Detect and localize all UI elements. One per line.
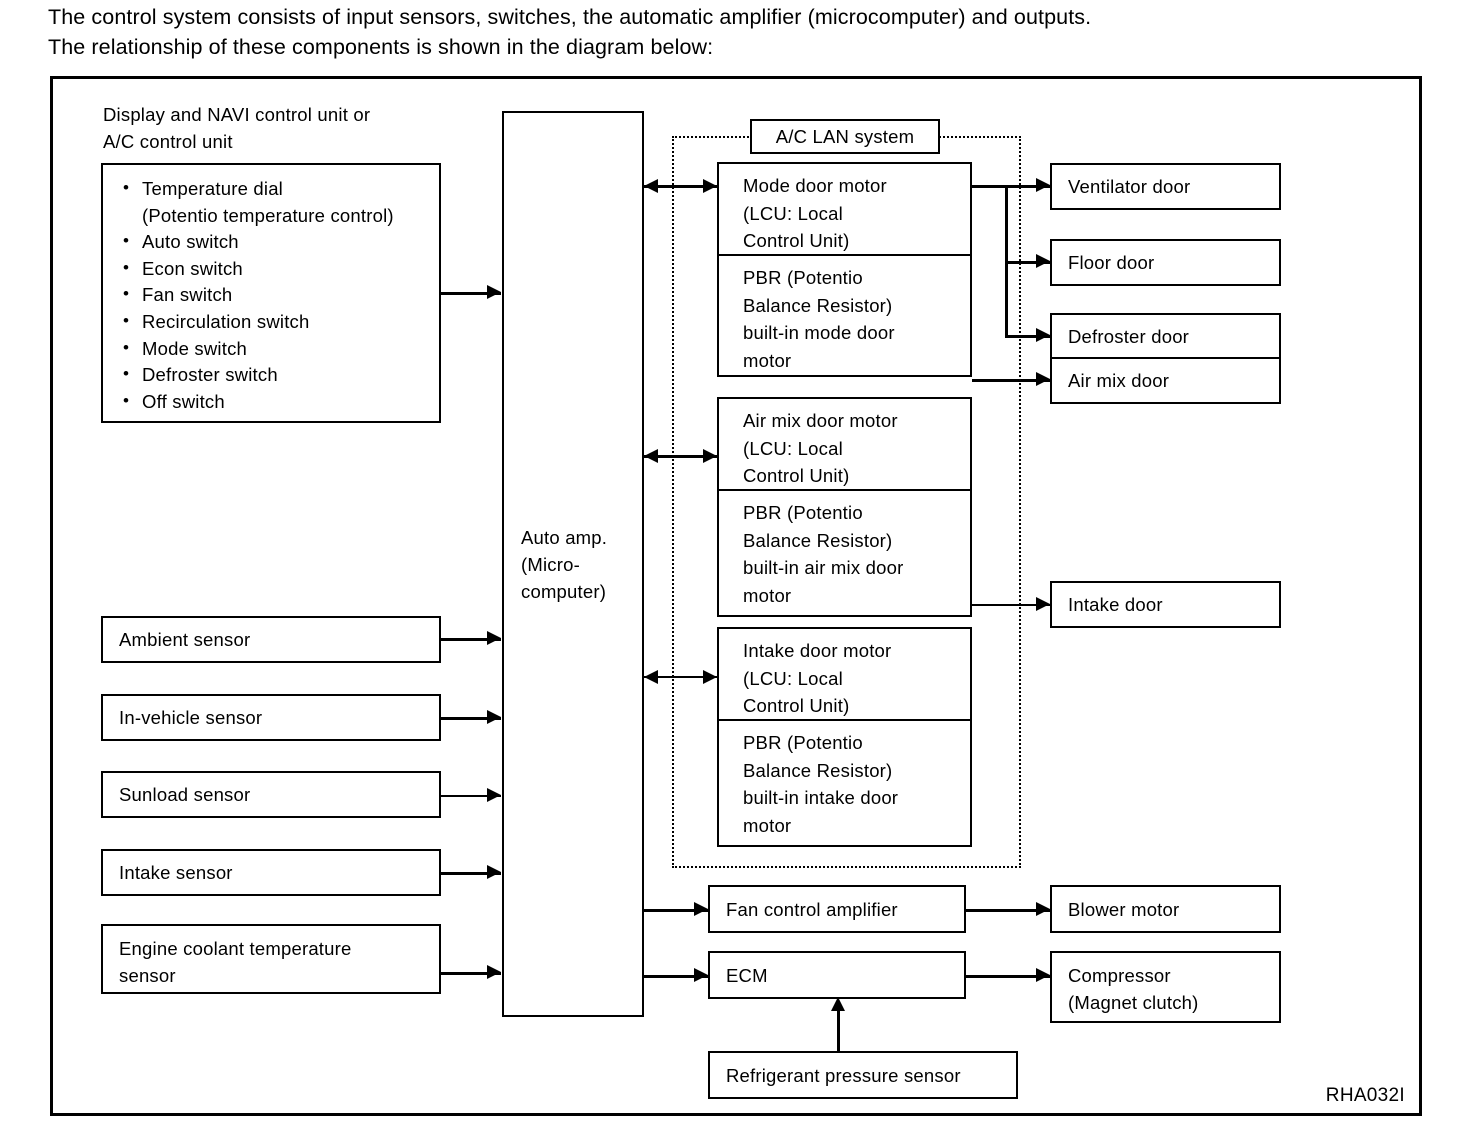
list-item: Defroster switch [121, 361, 429, 389]
connector-amp-to-intake-door [644, 676, 717, 678]
arrow-amp-to-ecm [694, 968, 708, 982]
driver-label: Fan control amplifier [726, 898, 898, 920]
connector-ecm-to-compressor [966, 975, 1050, 978]
air-mix-door-motor-label: Air mix door motor (LCU: Local Control U… [719, 399, 970, 491]
list-item: Off switch [121, 388, 429, 416]
connector-mode-door-out [972, 185, 1008, 188]
sensor-box-intake: Intake sensor [101, 849, 441, 896]
connector-amp-to-fan-control [644, 909, 708, 912]
output-label: Floor door [1068, 252, 1155, 273]
air-mix-door-motor-unit: Air mix door motor (LCU: Local Control U… [717, 397, 972, 617]
arrow-intake-sensor-to-amp [487, 865, 501, 879]
ac-lan-system-label: A/C LAN system [750, 119, 940, 154]
connector-air-mix-motor-to-door [972, 379, 1050, 382]
output-box-compressor: Compressor (Magnet clutch) [1050, 951, 1281, 1023]
connector-engine-coolant-to-amp [441, 972, 501, 975]
output-label: Intake door [1068, 594, 1163, 615]
connector-mode-door-to-ventilator [1005, 185, 1050, 188]
output-box-defroster-door: Defroster door [1050, 313, 1281, 360]
output-box-intake-door: Intake door [1050, 581, 1281, 628]
output-label: Ventilator door [1068, 176, 1191, 197]
connector-in-vehicle-to-amp [441, 717, 501, 720]
air-mix-door-pbr-label: PBR (Potentio Balance Resistor) built-in… [743, 502, 904, 606]
sensor-box-sunload: Sunload sensor [101, 771, 441, 818]
connector-amp-to-ecm [644, 975, 708, 978]
arrow-to-defroster-door [1036, 328, 1050, 342]
list-item: Temperature dial (Potentio temperature c… [121, 175, 429, 229]
arrow-mode-door-to-amp [644, 179, 658, 193]
control-unit-box: Temperature dial (Potentio temperature c… [101, 163, 441, 423]
arrow-amp-to-intake-door [703, 670, 717, 684]
arrow-to-compressor [1036, 968, 1050, 982]
output-box-blower-motor: Blower motor [1050, 885, 1281, 933]
output-label: Compressor (Magnet clutch) [1068, 965, 1199, 1013]
list-item: Recirculation switch [121, 308, 429, 336]
arrow-to-intake-door [1036, 597, 1050, 611]
list-item: Fan switch [121, 281, 429, 309]
arrow-pressure-sensor-to-ecm [831, 997, 845, 1011]
auto-amp-box: Auto amp. (Micro- computer) [502, 111, 644, 1017]
arrow-in-vehicle-to-amp [487, 710, 501, 724]
mode-door-pbr-label: PBR (Potentio Balance Resistor) built-in… [743, 267, 895, 371]
arrow-to-blower-motor [1036, 902, 1050, 916]
output-label: Air mix door [1068, 370, 1170, 391]
mode-door-motor-unit: Mode door motor (LCU: Local Control Unit… [717, 162, 972, 377]
arrow-amp-to-fan-control [694, 902, 708, 916]
intake-door-motor-unit: Intake door motor (LCU: Local Control Un… [717, 627, 972, 847]
sensor-label: Ambient sensor [119, 629, 251, 650]
list-item: Mode switch [121, 335, 429, 363]
sensor-label: Sunload sensor [119, 784, 251, 805]
mode-door-motor-label: Mode door motor (LCU: Local Control Unit… [719, 164, 970, 256]
control-unit-caption: Display and NAVI control unit or A/C con… [103, 104, 371, 152]
sensor-label: In-vehicle sensor [119, 707, 263, 728]
arrow-to-ventilator-door [1036, 178, 1050, 192]
connector-sunload-to-amp [441, 795, 501, 797]
arrow-engine-coolant-to-amp [487, 965, 501, 979]
sensor-box-in-vehicle: In-vehicle sensor [101, 694, 441, 741]
arrow-amp-to-mode-door [703, 179, 717, 193]
connector-intake-motor-to-door [972, 604, 1050, 606]
intro-paragraph: The control system consists of input sen… [48, 5, 1092, 59]
connector-mode-door-to-floor [1005, 261, 1050, 264]
driver-box-fan-control-amplifier: Fan control amplifier [708, 885, 966, 933]
output-box-ventilator-door: Ventilator door [1050, 163, 1281, 210]
sensor-label: Intake sensor [119, 862, 233, 883]
sensor-label: Engine coolant temperature sensor [119, 938, 352, 986]
figure-code: RHA032I [1325, 1085, 1405, 1106]
arrow-ambient-to-amp [487, 631, 501, 645]
control-unit-list: Temperature dial (Potentio temperature c… [121, 175, 429, 416]
diagram-canvas: Display and NAVI control unit or A/C con… [53, 79, 1419, 1113]
arrow-amp-to-air-mix-door [703, 449, 717, 463]
auto-amp-label: Auto amp. (Micro- computer) [521, 526, 608, 602]
output-label: Blower motor [1068, 898, 1180, 920]
connector-mode-door-to-defroster [1005, 335, 1050, 338]
list-item: Auto switch [121, 228, 429, 256]
arrow-to-air-mix-door [1036, 372, 1050, 386]
output-label: Defroster door [1068, 326, 1190, 347]
driver-label: ECM [726, 964, 768, 986]
arrow-intake-door-to-amp [644, 670, 658, 684]
connector-amp-to-mode-door [644, 185, 717, 188]
arrow-air-mix-door-to-amp [644, 449, 658, 463]
sensor-label: Refrigerant pressure sensor [726, 1064, 961, 1086]
intake-door-pbr-label: PBR (Potentio Balance Resistor) built-in… [743, 732, 899, 836]
arrow-sunload-to-amp [487, 788, 501, 802]
output-box-floor-door: Floor door [1050, 239, 1281, 286]
arrow-to-floor-door [1036, 254, 1050, 268]
connector-intake-sensor-to-amp [441, 872, 501, 875]
connector-control-unit-to-amp [441, 292, 501, 295]
connector-pressure-sensor-to-ecm [837, 1009, 840, 1051]
arrow-control-unit-to-amp [487, 285, 501, 299]
diagram-frame: Display and NAVI control unit or A/C con… [50, 76, 1422, 1116]
connector-fan-control-to-blower [966, 909, 1050, 912]
output-box-air-mix-door: Air mix door [1050, 357, 1281, 404]
sensor-box-refrigerant-pressure: Refrigerant pressure sensor [708, 1051, 1018, 1099]
list-item: Econ switch [121, 255, 429, 283]
connector-ambient-to-amp [441, 638, 501, 641]
sensor-box-ambient: Ambient sensor [101, 616, 441, 663]
intake-door-motor-label: Intake door motor (LCU: Local Control Un… [719, 629, 970, 721]
connector-amp-to-air-mix-door [644, 455, 717, 458]
sensor-box-engine-coolant: Engine coolant temperature sensor [101, 924, 441, 994]
driver-box-ecm: ECM [708, 951, 966, 999]
